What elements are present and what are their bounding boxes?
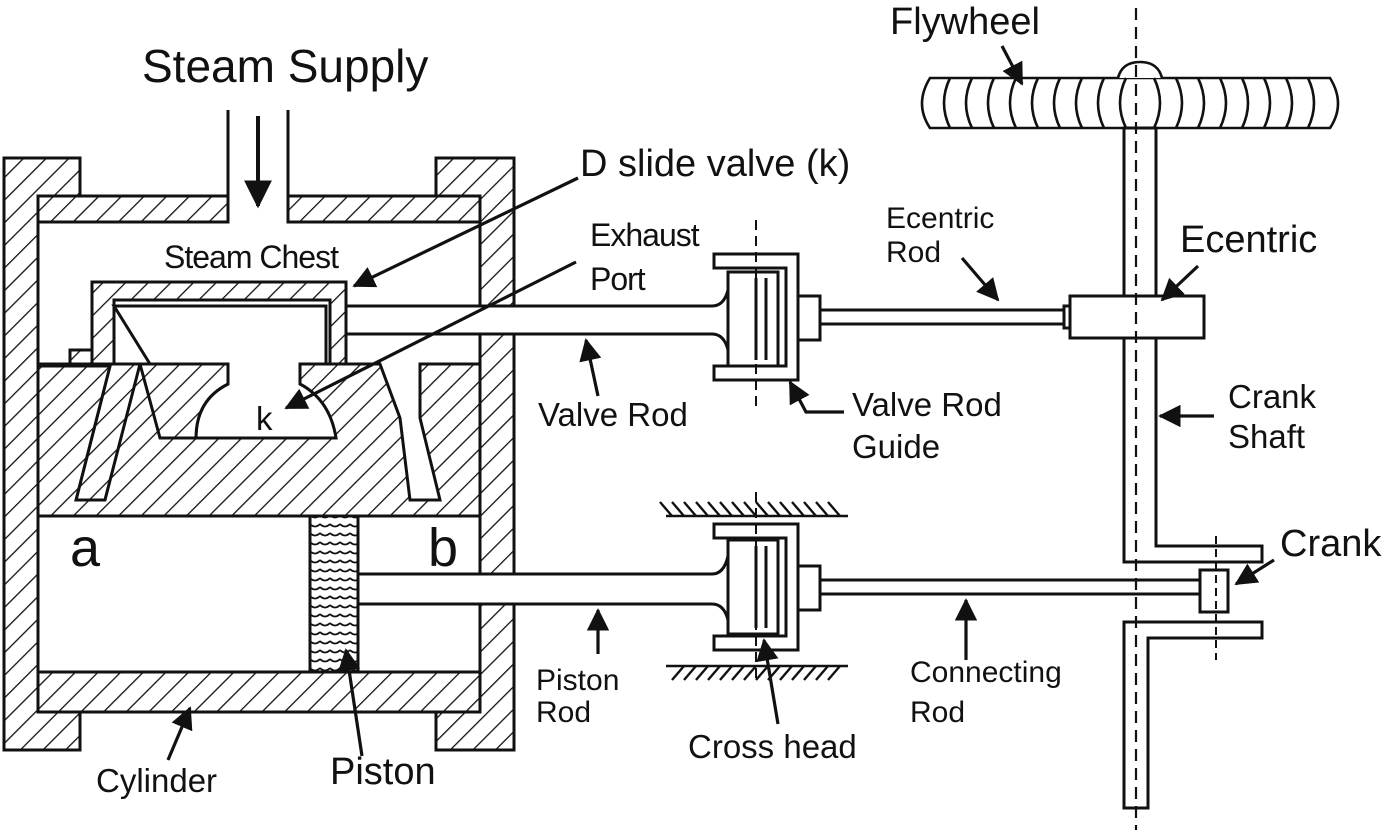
label-valve-rod-guide-1: Valve Rod bbox=[852, 386, 1002, 423]
label-crank: Crank bbox=[1280, 523, 1382, 565]
steam-supply-pipe bbox=[226, 110, 290, 196]
label-port-k: k bbox=[256, 400, 273, 437]
valve-rod-coupling bbox=[796, 294, 822, 342]
leader-arrows bbox=[166, 45, 1275, 761]
connecting-rod bbox=[818, 578, 1202, 596]
exhaust-passage bbox=[138, 362, 230, 440]
label-d-slide-valve: D slide valve (k) bbox=[580, 143, 850, 185]
arrow-ecentric-rod bbox=[960, 256, 1000, 302]
arrow-piston bbox=[337, 648, 364, 757]
piston-rod bbox=[356, 555, 730, 621]
arrow-d-slide-valve bbox=[352, 176, 579, 288]
label-flywheel: Flywheel bbox=[890, 1, 1040, 43]
cross-head-guide-rails bbox=[659, 501, 848, 681]
steam-chest-cover-right bbox=[286, 194, 482, 224]
label-ecentric-rod-1: Ecentric bbox=[886, 202, 994, 235]
arrow-cross-head bbox=[756, 638, 780, 725]
label-steam-supply: Steam Supply bbox=[142, 40, 428, 92]
label-exhaust-port-2: Port bbox=[590, 261, 646, 297]
label-port-a: a bbox=[70, 518, 101, 578]
label-cylinder: Cylinder bbox=[96, 762, 217, 799]
valve-rod bbox=[344, 289, 730, 351]
valve-left-lip bbox=[68, 348, 94, 366]
ecentric-rod bbox=[818, 308, 1066, 326]
arrow-valve-rod bbox=[579, 338, 602, 397]
arrow-flywheel bbox=[1000, 45, 1024, 86]
label-valve-rod: Valve Rod bbox=[538, 396, 688, 433]
valve-rod-guide-block bbox=[726, 270, 780, 368]
label-ecentric: Ecentric bbox=[1180, 219, 1317, 261]
cylinder-bottom-plate bbox=[36, 670, 482, 714]
label-piston-rod-2: Rod bbox=[536, 696, 591, 729]
label-piston-rod-1: Piston bbox=[536, 664, 619, 697]
crank-pin bbox=[1198, 568, 1230, 614]
arrow-crank bbox=[1234, 558, 1275, 586]
valve-seat-centre bbox=[36, 362, 482, 518]
label-cross-head: Cross head bbox=[688, 728, 857, 765]
label-exhaust-port-1: Exhaust bbox=[590, 217, 700, 253]
cross-head-block bbox=[726, 538, 780, 636]
arrow-exhaust-port bbox=[284, 260, 577, 410]
label-connecting-rod-2: Rod bbox=[910, 696, 965, 729]
valve-rod-assembly bbox=[344, 252, 1072, 382]
steam-chest-cover-left bbox=[36, 194, 230, 224]
piston bbox=[308, 514, 360, 674]
label-connecting-rod-1: Connecting bbox=[910, 656, 1062, 689]
arrow-cylinder bbox=[166, 706, 193, 761]
label-crank-shaft-1: Crank bbox=[1228, 378, 1317, 415]
label-ecentric-rod-2: Rod bbox=[886, 236, 941, 269]
labels: Steam Supply Flywheel D slide valve (k) … bbox=[70, 1, 1382, 799]
label-steam-chest: Steam Chest bbox=[164, 239, 339, 275]
arrow-valve-rod-guide bbox=[788, 380, 844, 414]
label-port-b: b bbox=[428, 518, 458, 578]
label-valve-rod-guide-2: Guide bbox=[852, 428, 940, 465]
label-piston: Piston bbox=[330, 751, 436, 793]
arrow-ecentric bbox=[1160, 264, 1200, 302]
cross-head-coupling bbox=[796, 564, 822, 612]
label-crank-shaft-2: Shaft bbox=[1228, 418, 1305, 455]
flywheel bbox=[920, 60, 1340, 130]
cross-head-assembly bbox=[356, 522, 1202, 652]
